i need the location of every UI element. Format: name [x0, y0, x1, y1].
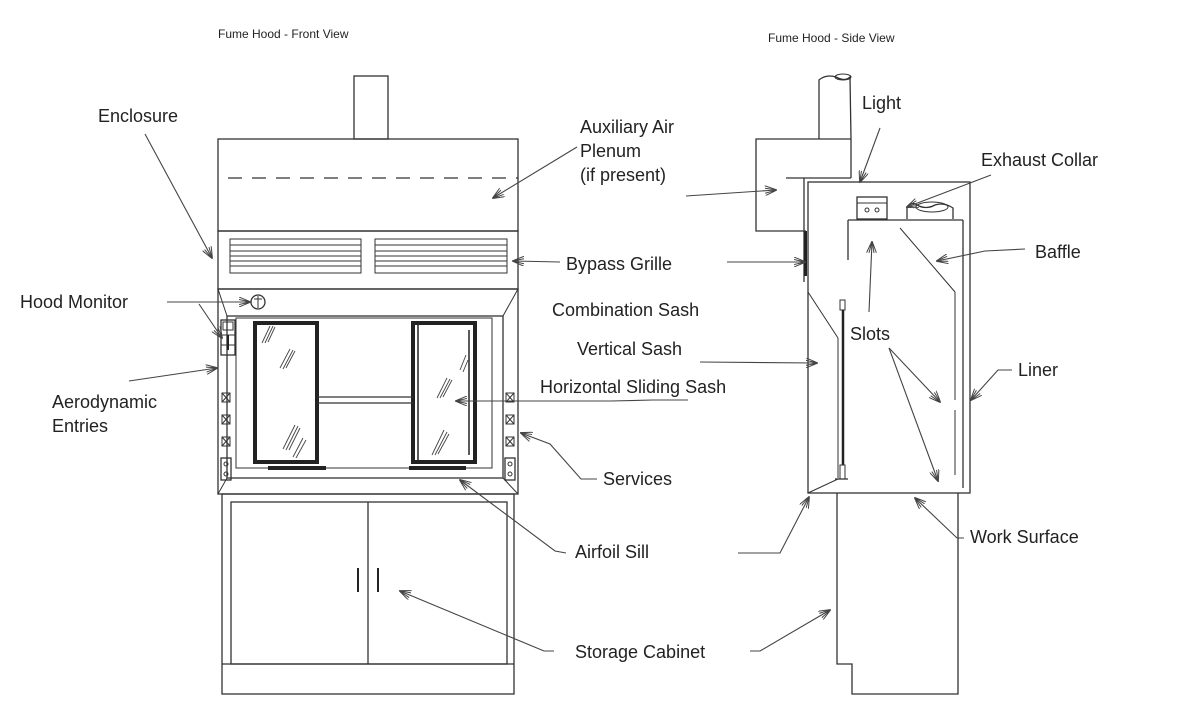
light-fixture: [856, 196, 888, 220]
front-view-title: Fume Hood - Front View: [218, 27, 349, 41]
label-services: Services: [603, 469, 672, 489]
storage-cabinet-front: [221, 493, 515, 695]
side-exhaust-duct: [818, 75, 852, 140]
hood-monitor-dial: [250, 294, 266, 310]
side-view-title: Fume Hood - Side View: [768, 31, 895, 45]
exhaust-stack: [353, 75, 389, 140]
right-sash-handle: [409, 466, 466, 470]
label-airfoil-sill: Airfoil Sill: [575, 542, 649, 562]
label-aerodynamic-entries-line2: Entries: [52, 416, 108, 436]
label-vertical-sash: Vertical Sash: [577, 339, 682, 359]
diagram-labels: Enclosure Auxiliary Air Plenum (if prese…: [20, 93, 1098, 662]
leader-arrows: [128, 127, 1026, 652]
label-slots: Slots: [850, 324, 890, 344]
label-bypass-grille: Bypass Grille: [566, 254, 672, 274]
right-sliding-sash-panel: [411, 321, 477, 464]
left-sliding-sash-panel: [253, 321, 319, 464]
label-auxiliary-air-line1: Auxiliary Air: [580, 117, 674, 137]
label-horizontal-sliding-sash: Horizontal Sliding Sash: [540, 377, 726, 397]
label-enclosure: Enclosure: [98, 106, 178, 126]
label-liner: Liner: [1018, 360, 1058, 380]
auxiliary-air-plenum-box: [217, 138, 519, 232]
label-work-surface: Work Surface: [970, 527, 1079, 547]
side-auxiliary-plenum: [755, 138, 851, 232]
side-bypass-grille: [804, 231, 807, 276]
services-left: [220, 392, 232, 481]
side-storage-cabinet: [836, 493, 959, 695]
hood-monitor-panel: [220, 319, 236, 356]
services-right: [504, 392, 516, 481]
label-auxiliary-air-line2: Plenum: [580, 141, 641, 161]
label-combination-sash: Combination Sash: [552, 300, 699, 320]
label-auxiliary-air-line3: (if present): [580, 165, 666, 185]
glass-reflection-hatching: [261, 325, 469, 459]
front-view-drawing: [217, 75, 519, 695]
label-storage-cabinet: Storage Cabinet: [575, 642, 705, 662]
label-exhaust-collar: Exhaust Collar: [981, 150, 1098, 170]
side-view-drawing: [755, 73, 971, 695]
label-hood-monitor: Hood Monitor: [20, 292, 128, 312]
label-light: Light: [862, 93, 901, 113]
bypass-grille-right: [374, 238, 508, 274]
bypass-grille-left: [229, 238, 362, 274]
label-aerodynamic-entries-line1: Aerodynamic: [52, 392, 157, 412]
left-sash-handle: [268, 466, 326, 470]
vertical-sash-top: [839, 299, 846, 311]
exhaust-collar: [906, 202, 954, 219]
bypass-grille-band: [217, 230, 519, 290]
cabinet-doors: [230, 501, 508, 665]
label-baffle: Baffle: [1035, 242, 1081, 262]
side-hood-body: [807, 181, 971, 494]
